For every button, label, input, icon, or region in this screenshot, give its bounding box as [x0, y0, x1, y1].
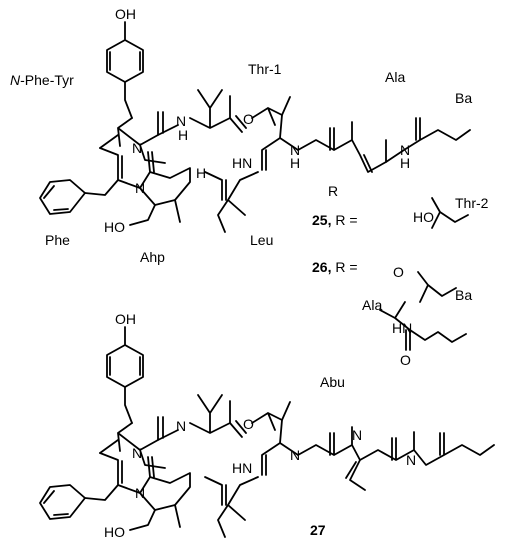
atom-hn-leu-bottom: HN — [232, 460, 252, 476]
label-n-prefix: N — [10, 72, 21, 88]
atom-ho-ahp-top: HO — [104, 219, 125, 235]
label-thr1: Thr-1 — [248, 61, 282, 77]
atom-ho-thr2: HO — [413, 209, 434, 225]
atom-h-val-top: H — [178, 127, 188, 143]
atom-n-ala-bottom: N — [406, 452, 416, 468]
atom-hn-ala-26: HN — [392, 320, 412, 336]
label-leu: Leu — [250, 232, 273, 248]
compound-26-number: 26, — [312, 259, 331, 275]
atom-o-ring-bottom: O — [243, 416, 254, 432]
atom-h-ahp-top: H — [196, 165, 206, 181]
atom-h-thr-top: H — [290, 155, 300, 171]
label-abu: Abu — [320, 374, 345, 390]
atom-oh-bottom: OH — [115, 311, 136, 327]
label-thr2: Thr-2 — [455, 195, 489, 211]
atom-oh-top: OH — [115, 6, 136, 22]
compound-26-r: R = — [331, 259, 357, 275]
atom-h-ala-top: H — [400, 155, 410, 171]
compound-27-label: 27 — [310, 522, 326, 538]
atom-n-val-top: N — [176, 113, 186, 129]
atom-o-ring-top: O — [243, 111, 254, 127]
label-ba-top: Ba — [455, 90, 472, 106]
atom-n-methyl-top: N — [132, 140, 142, 156]
atom-o-ester-26: O — [393, 264, 404, 280]
structure-25-26 — [39, 21, 471, 351]
label-ba-side: Ba — [455, 287, 472, 303]
atom-ho-ahp-bottom: HO — [104, 524, 125, 540]
compound-25-number: 25, — [312, 212, 331, 228]
atom-n-thr-bottom: N — [290, 447, 300, 463]
atom-n-ahp-bottom: N — [135, 485, 145, 501]
atom-hn-leu-top: HN — [232, 155, 252, 171]
atom-n-ahp-top: N — [135, 180, 145, 196]
atom-n-methyl-bottom: N — [132, 445, 142, 461]
label-phe-tyr: -Phe-Tyr — [20, 72, 74, 88]
atom-n-abu-bottom: N — [352, 427, 362, 443]
label-ala-side: Ala — [362, 297, 382, 313]
compound-25-label: 25, R = — [312, 212, 358, 228]
atom-r-top: R — [328, 183, 338, 199]
compound-25-r: R = — [331, 212, 357, 228]
atom-n-thr-top: N — [290, 142, 300, 158]
structure-27 — [39, 326, 495, 538]
label-phe: Phe — [45, 232, 70, 248]
label-ala-top: Ala — [385, 69, 405, 85]
label-n-phe-tyr: N-Phe-Tyr — [10, 72, 74, 88]
atom-n-val-bottom: N — [176, 418, 186, 434]
label-ahp: Ahp — [140, 249, 165, 265]
atom-n-ala-top: N — [400, 142, 410, 158]
compound-26-label: 26, R = — [312, 259, 358, 275]
atom-o-carbonyl-26: O — [400, 352, 411, 368]
